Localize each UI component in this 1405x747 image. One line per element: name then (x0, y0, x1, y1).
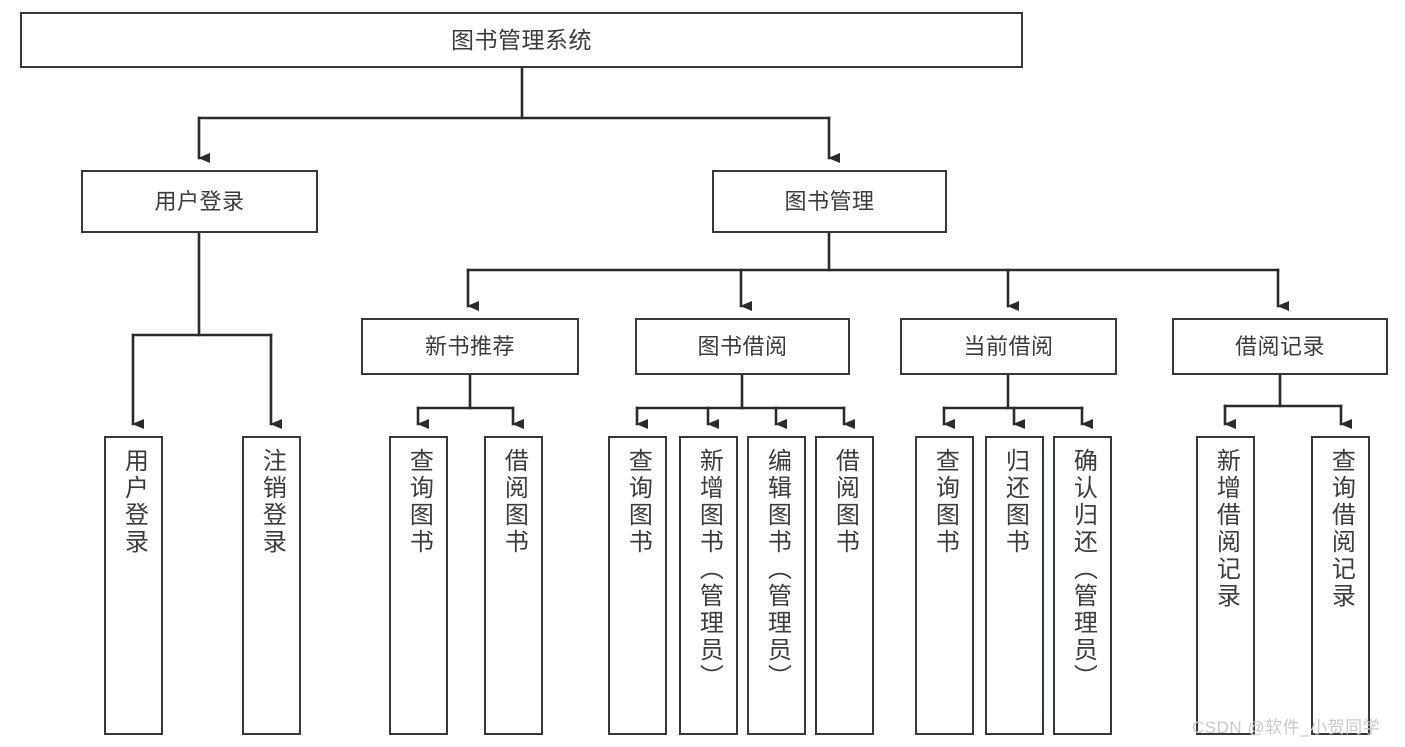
node-book-borrow[interactable]: 图书借阅 (635, 318, 850, 375)
node-label: 新增借阅记录 (1212, 448, 1240, 610)
leaf-query-book-current[interactable]: 查询图书 (915, 436, 974, 735)
leaf-borrow-book[interactable]: 借阅图书 (815, 436, 874, 735)
node-user-login[interactable]: 用户登录 (81, 170, 318, 233)
node-label: 图书借阅 (697, 333, 788, 359)
leaf-borrow-book-recommend[interactable]: 借阅图书 (484, 436, 543, 735)
node-borrow-record[interactable]: 借阅记录 (1172, 318, 1388, 375)
node-label: 查询借阅记录 (1327, 448, 1355, 610)
node-label: 编辑图书（管理员） (763, 448, 791, 691)
node-label: 当前借阅 (963, 333, 1054, 359)
node-label: 归还图书 (1001, 448, 1029, 556)
node-label: 图书管理 (784, 188, 875, 214)
node-current-borrow[interactable]: 当前借阅 (900, 318, 1117, 375)
leaf-query-borrow-record[interactable]: 查询借阅记录 (1311, 436, 1370, 735)
node-label: 查询图书 (931, 448, 959, 556)
node-book-management[interactable]: 图书管理 (712, 170, 947, 233)
node-root-system[interactable]: 图书管理系统 (20, 12, 1023, 68)
watermark: CSDN @软件_小贺同学 (1192, 718, 1381, 737)
leaf-confirm-return-admin[interactable]: 确认归还（管理员） (1053, 436, 1112, 735)
leaf-add-borrow-record[interactable]: 新增借阅记录 (1196, 436, 1255, 735)
node-label: 确认归还（管理员） (1069, 448, 1097, 691)
leaf-query-book-recommend[interactable]: 查询图书 (389, 436, 448, 735)
node-new-book-recommend[interactable]: 新书推荐 (361, 318, 579, 375)
leaf-add-book-admin[interactable]: 新增图书（管理员） (679, 436, 738, 735)
node-label: 新书推荐 (424, 333, 515, 359)
leaf-logout[interactable]: 注销登录 (242, 436, 301, 735)
node-label: 借阅图书 (831, 448, 859, 556)
leaf-query-book-borrow[interactable]: 查询图书 (608, 436, 667, 735)
leaf-return-book[interactable]: 归还图书 (985, 436, 1044, 735)
node-label: 用户登录 (154, 188, 245, 214)
leaf-edit-book-admin[interactable]: 编辑图书（管理员） (747, 436, 806, 735)
node-label: 查询图书 (405, 448, 433, 556)
node-label: 借阅图书 (500, 448, 528, 556)
node-label: 查询图书 (624, 448, 652, 556)
leaf-user-login[interactable]: 用户登录 (104, 436, 163, 735)
node-label: 用户登录 (120, 448, 148, 556)
node-label: 注销登录 (258, 448, 286, 556)
node-label: 借阅记录 (1234, 333, 1325, 359)
node-label: 图书管理系统 (451, 26, 592, 53)
node-label: 新增图书（管理员） (695, 448, 723, 691)
